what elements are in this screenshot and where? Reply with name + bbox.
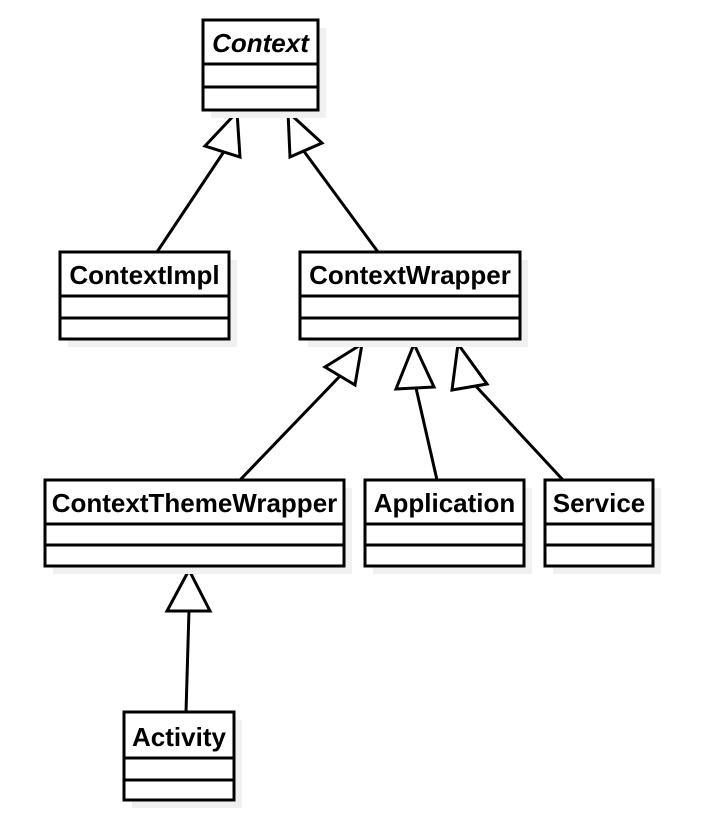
relation-contextimpl-extends-context	[155, 108, 242, 253]
class-name-label: Application	[374, 488, 516, 518]
generalization-arrowhead-icon	[286, 108, 325, 160]
class-node-activity[interactable]: Activity	[122, 710, 242, 808]
class-node-service[interactable]: Service	[543, 478, 661, 574]
class-node-context-theme-wrapper[interactable]: ContextThemeWrapper	[43, 478, 352, 574]
class-name-label: ContextWrapper	[309, 260, 511, 290]
class-node-context-impl[interactable]: ContextImpl	[58, 250, 237, 347]
generalization-arrowhead-icon	[322, 340, 365, 388]
relations-layer	[155, 108, 565, 713]
class-name-label: ContextThemeWrapper	[52, 488, 338, 518]
generalization-line	[301, 149, 380, 253]
relation-application-extends-contextwrapper	[393, 340, 439, 481]
generalization-line	[470, 380, 565, 482]
class-box[interactable]	[122, 710, 236, 802]
generalization-line	[414, 387, 439, 481]
class-name-label: Activity	[132, 722, 226, 752]
generalization-arrowhead-icon	[450, 340, 490, 392]
class-node-application[interactable]: Application	[363, 478, 532, 574]
class-name-label: Context	[212, 28, 310, 58]
relation-contextwrapper-extends-context	[286, 108, 380, 253]
relation-contextthemewrapper-extends-contextwrapper	[238, 340, 365, 482]
generalization-line	[238, 373, 343, 482]
generalization-arrowhead-icon	[393, 340, 437, 391]
generalization-arrowhead-icon	[202, 108, 242, 160]
relation-activity-extends-contextthemewrapper	[164, 566, 213, 713]
class-node-context[interactable]: Context	[201, 18, 326, 118]
class-name-label: ContextImpl	[69, 260, 219, 290]
generalization-line	[184, 609, 191, 713]
class-name-label: Service	[553, 488, 646, 518]
relation-service-extends-contextwrapper	[450, 340, 565, 482]
generalization-line	[155, 149, 227, 253]
class-node-context-wrapper[interactable]: ContextWrapper	[298, 250, 528, 347]
generalization-arrowhead-icon	[164, 566, 213, 613]
